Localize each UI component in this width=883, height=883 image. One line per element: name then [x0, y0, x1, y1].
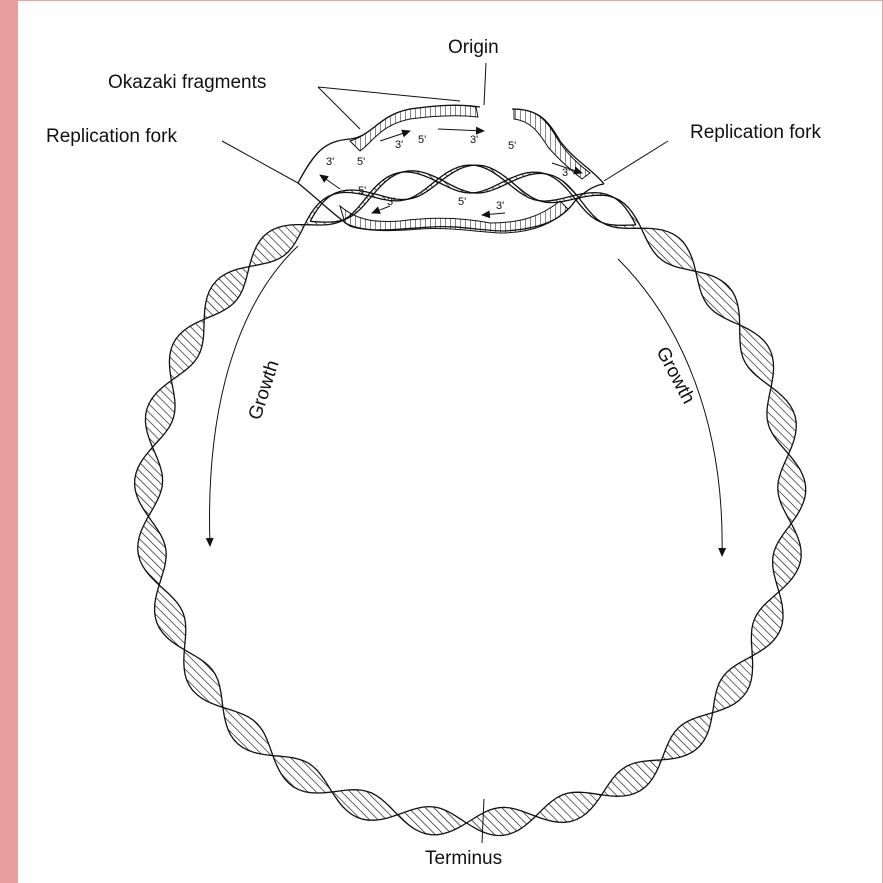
end-label: 3' — [395, 139, 403, 151]
end-label: 5' — [458, 196, 466, 208]
end-label: 5' — [358, 185, 366, 197]
growth-right-label: Growth — [652, 343, 699, 407]
dna-double-helix — [135, 165, 806, 836]
terminus-label: Terminus — [425, 848, 502, 869]
okazaki-arrow-2 — [438, 129, 484, 131]
fork-left-leader — [222, 141, 298, 183]
bubble-ladder-upper-right — [514, 109, 590, 179]
end-label: 3' — [470, 134, 478, 146]
bubble-ladder-lower — [340, 201, 568, 233]
end-label: 5' — [357, 156, 365, 168]
fork-right-leader — [604, 141, 668, 181]
end-label: 3' — [496, 200, 504, 212]
origin-leader — [484, 63, 486, 105]
growth-left-label: Growth — [245, 358, 284, 423]
okazaki-leader-1 — [318, 87, 360, 129]
end-label: 3' — [562, 167, 570, 179]
okazaki-arrow-4 — [320, 175, 340, 189]
bubble-ladder-upper-left — [350, 105, 478, 151]
okazaki-leader-2 — [318, 87, 460, 101]
helix-base-pairs — [135, 165, 806, 836]
end-label: 3' — [326, 156, 334, 168]
fork-left-label: Replication fork — [46, 126, 177, 147]
end-label: 5' — [508, 140, 516, 152]
end-label: 5' — [418, 134, 426, 146]
replication-bubble — [298, 105, 604, 233]
okazaki-label: Okazaki fragments — [108, 72, 266, 93]
end-label: 3' — [387, 196, 395, 208]
fork-right-label: Replication fork — [690, 122, 821, 143]
okazaki-arrow-6 — [482, 213, 505, 215]
origin-label: Origin — [448, 37, 499, 58]
